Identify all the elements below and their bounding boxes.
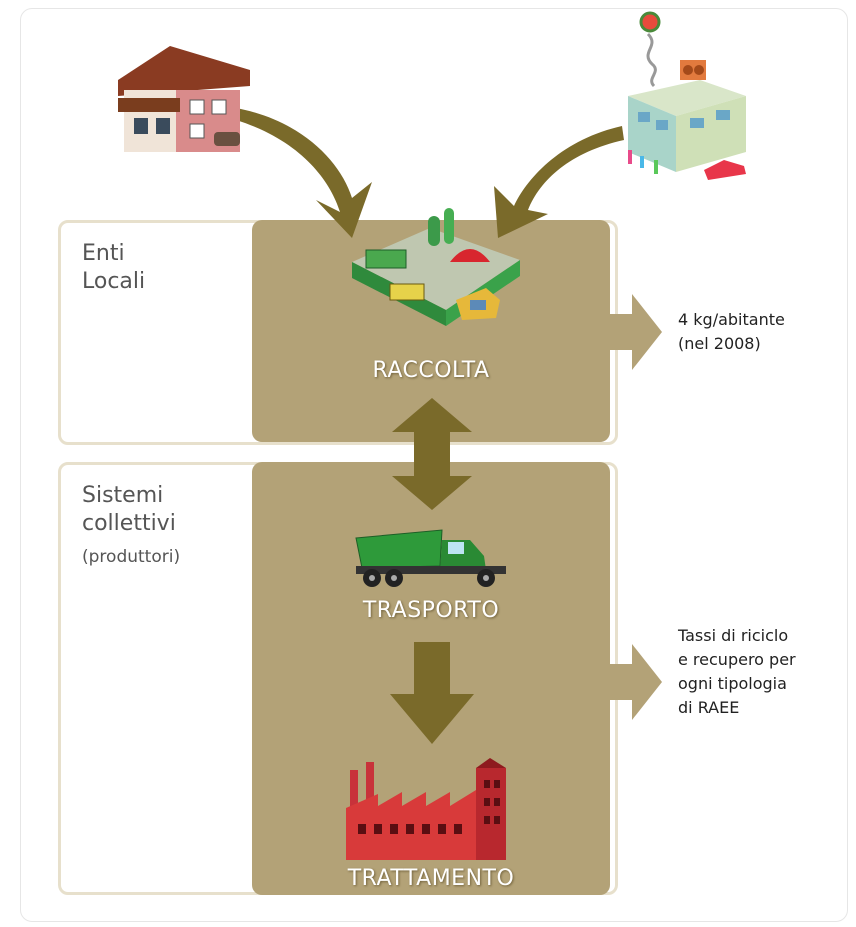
factory-icon <box>346 758 506 860</box>
house-to-raccolta-arrow <box>236 108 372 238</box>
trasporto-trattamento-arrow <box>390 642 474 744</box>
enti-locali-label: Enti Locali <box>82 241 146 294</box>
trasporto-label: TRASPORTO <box>362 598 500 623</box>
raccolta-trasporto-double-arrow <box>392 398 472 510</box>
trattamento-note: Tassi di riciclo e recupero per ogni tip… <box>678 626 796 717</box>
trattamento-output-arrow <box>610 644 662 720</box>
produttori-label: (produttori) <box>82 547 181 567</box>
raccolta-label: RACCOLTA <box>372 358 490 383</box>
raccolta-note: 4 kg/abitante (nel 2008) <box>678 310 785 353</box>
house-icon <box>118 46 250 152</box>
trattamento-label: TRATTAMENTO <box>347 866 515 891</box>
sistemi-collettivi-label: Sistemi collettivi <box>82 483 176 536</box>
collection-center-icon <box>352 208 520 326</box>
raccolta-output-arrow <box>610 294 662 370</box>
building-to-raccolta-arrow <box>494 126 624 238</box>
dump-truck-icon <box>355 529 506 587</box>
office-building-icon <box>628 11 746 180</box>
